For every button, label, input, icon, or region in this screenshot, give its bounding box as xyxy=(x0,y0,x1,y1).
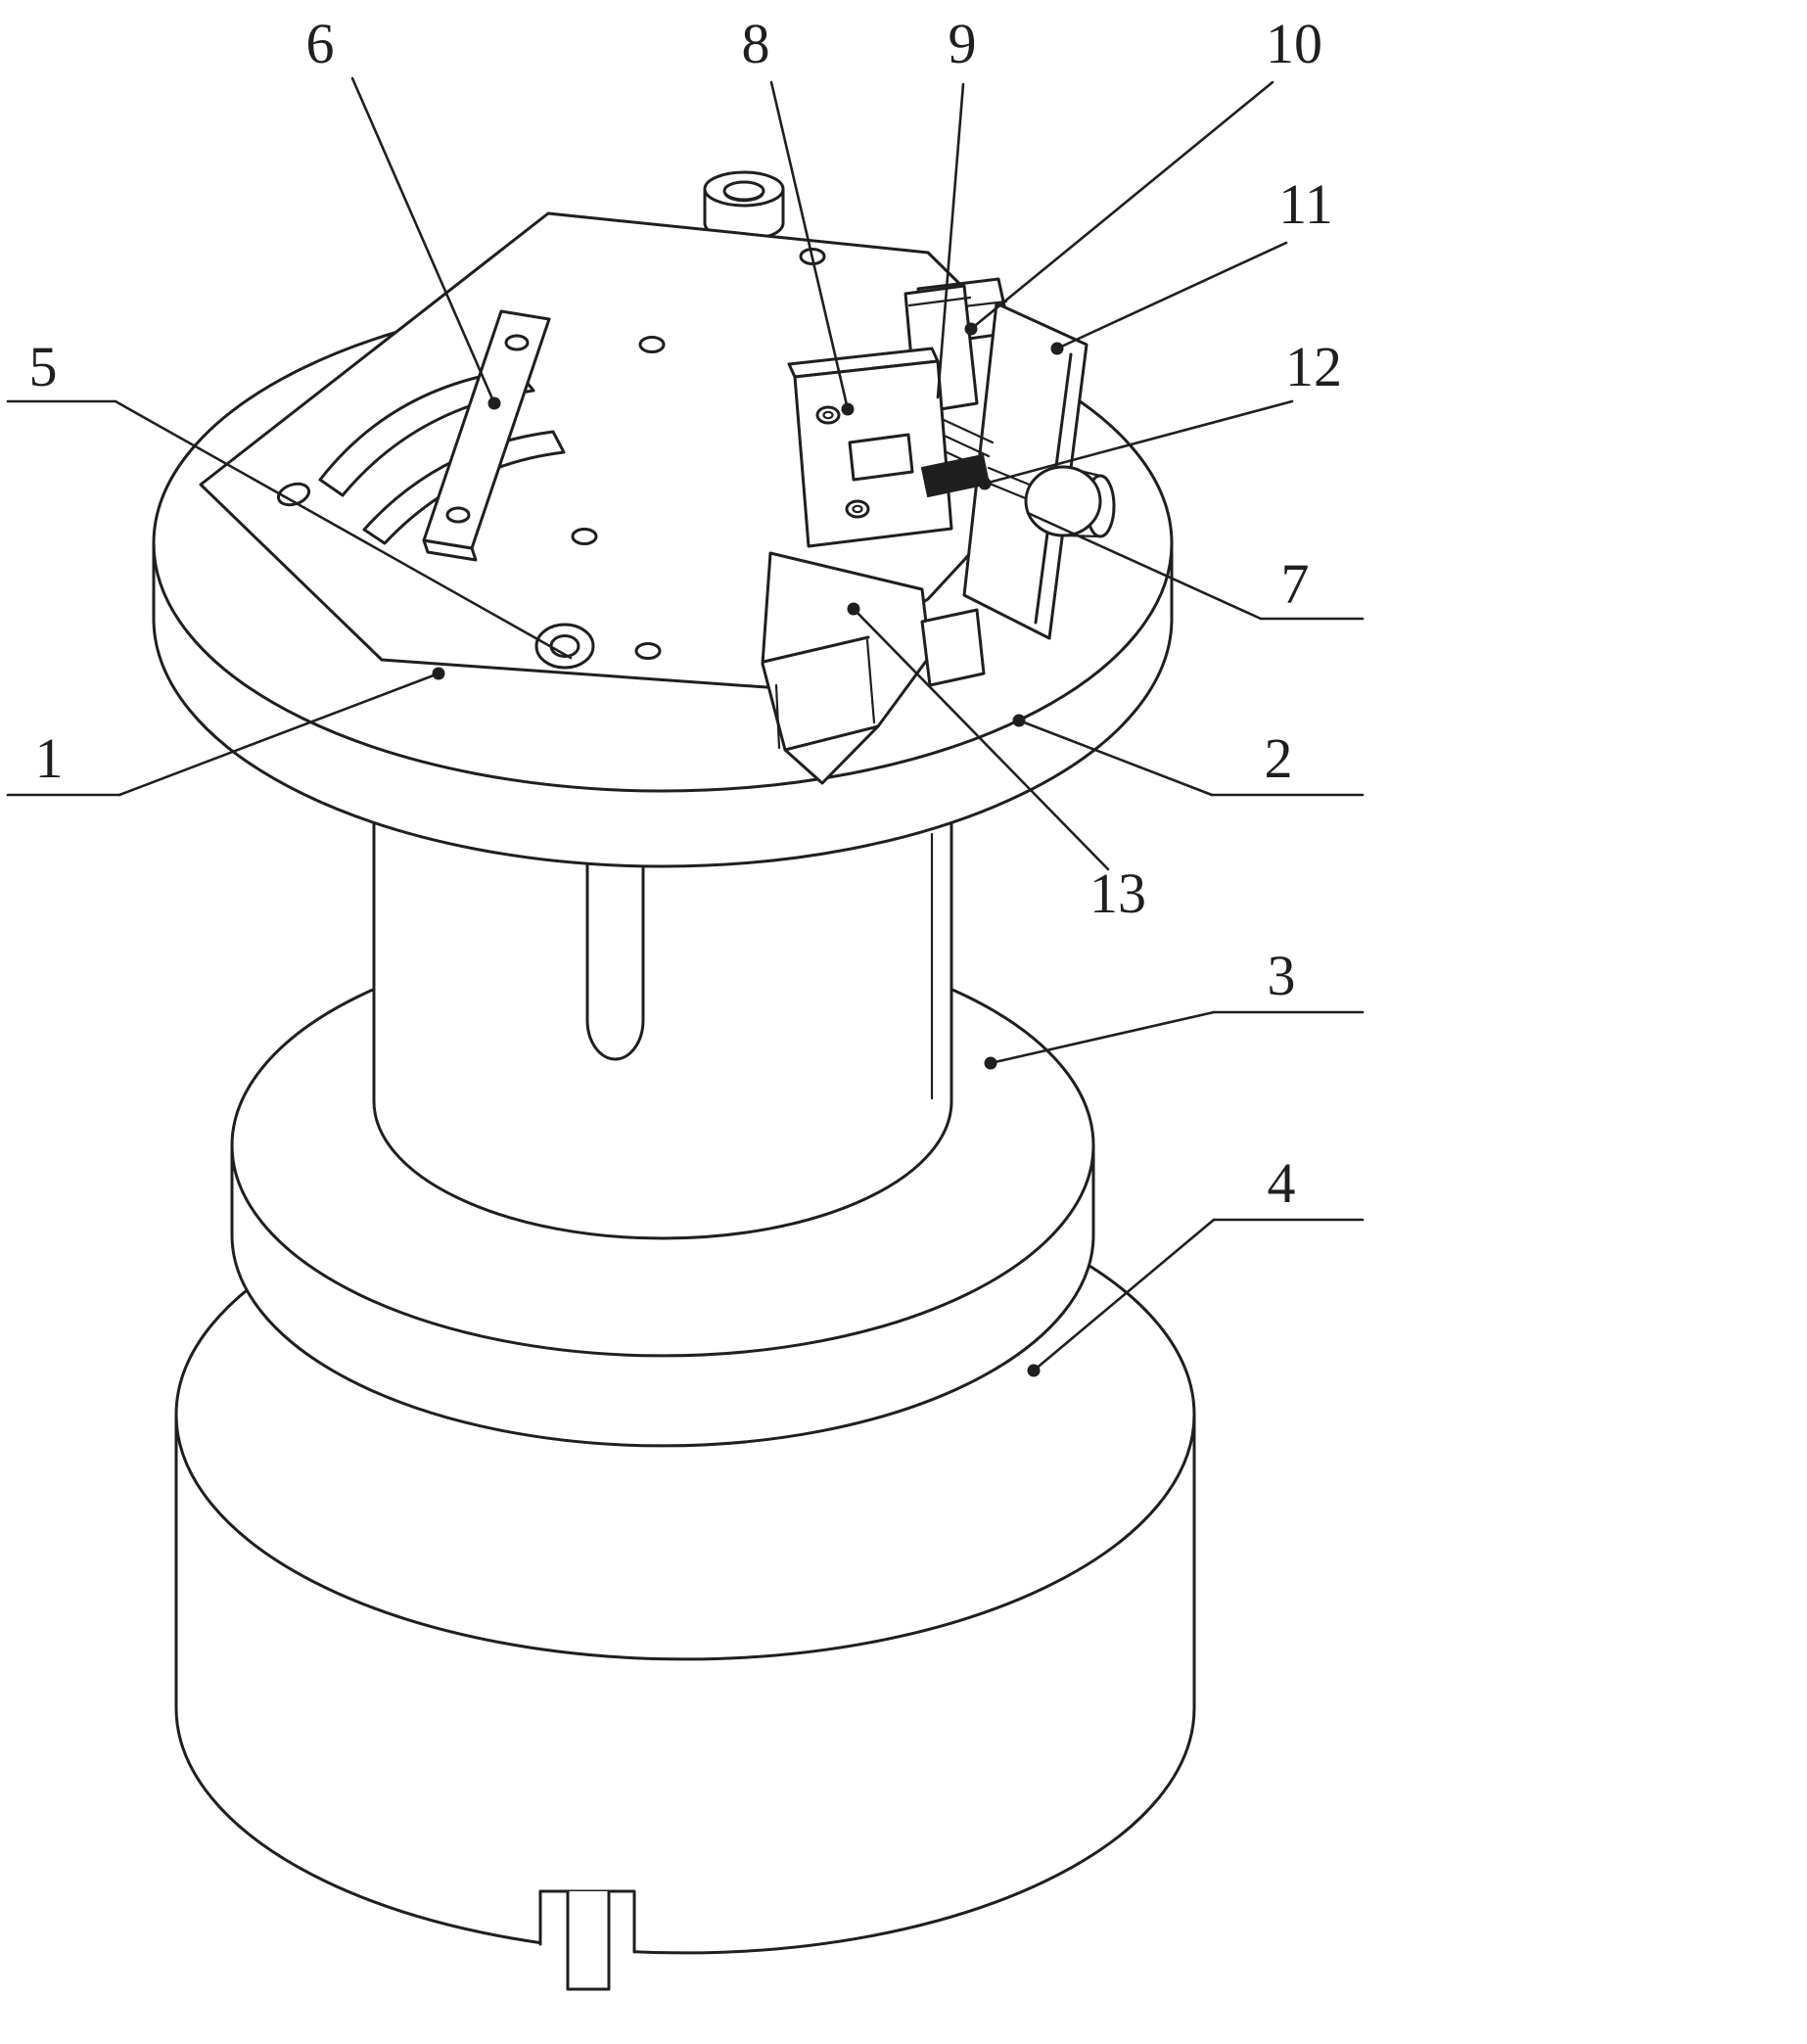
callout-8: 8 xyxy=(742,12,855,416)
callout-4: 4 xyxy=(1027,1151,1365,1377)
guide-rod-2 xyxy=(936,431,991,458)
callout-3-leader xyxy=(989,1010,1216,1065)
callout-9: 9 xyxy=(936,12,977,399)
top-plate-part1 xyxy=(199,211,1071,690)
callout-1-dot xyxy=(432,667,445,680)
callout-11-label: 11 xyxy=(1278,172,1333,236)
clamp-plate-slot xyxy=(848,433,914,482)
arc-slot-inner xyxy=(362,430,566,545)
knob-body xyxy=(1024,465,1102,537)
clamp-plate-hole-top xyxy=(815,405,841,425)
slider-front-top-edge xyxy=(762,635,870,664)
plate-hole-a xyxy=(638,336,666,353)
callout-11-dot xyxy=(1050,342,1064,355)
callout-6: 6 xyxy=(306,12,501,410)
slider-front-edge-left xyxy=(774,683,781,750)
pivot-screw-part5 xyxy=(534,623,595,670)
guide-rail-body xyxy=(962,302,1089,640)
callout-5-label: 5 xyxy=(29,335,58,398)
callout-13-label: 13 xyxy=(1089,861,1146,925)
pivot-boss-top xyxy=(703,170,785,208)
callout-12: 12 xyxy=(978,335,1342,490)
clamp-bar-part6 xyxy=(422,309,551,562)
callout-12-leader xyxy=(983,399,1294,486)
guide-rod-1 xyxy=(940,417,995,444)
callout-11: 11 xyxy=(1050,172,1333,355)
pivot-boss-hole xyxy=(722,180,765,202)
guide-block-edge xyxy=(907,296,972,307)
callout-6-dot xyxy=(487,396,501,410)
slider-block-body xyxy=(761,551,932,785)
slider-block-part13 xyxy=(761,551,986,785)
callout-2-label: 2 xyxy=(1265,726,1293,790)
lead-screw-shaft-bottom xyxy=(983,480,1030,501)
clamp-bar-top-face xyxy=(422,309,551,550)
clamp-plate-part8 xyxy=(787,347,953,548)
spacer-disc-top-rim xyxy=(230,1143,1095,1358)
knob-part7 xyxy=(1024,465,1116,538)
callout-13-leader xyxy=(852,607,1110,871)
callout-13-dot xyxy=(847,602,860,616)
callout-1-leader xyxy=(117,672,440,797)
callout-10-dot xyxy=(964,322,978,336)
base-notch-slot xyxy=(566,1891,611,1991)
pivot-screw-head xyxy=(534,623,595,670)
clamp-bar-screw-hole-bottom xyxy=(445,506,471,524)
callout-10-label: 10 xyxy=(1266,12,1322,75)
callout-7-leader xyxy=(1026,511,1263,621)
callout-4-leader xyxy=(1032,1218,1216,1372)
callout-8-dot xyxy=(841,402,855,416)
slider-front-edge-right xyxy=(865,638,876,724)
base-disc-top-rim xyxy=(174,1413,1196,1661)
slider-side-block xyxy=(920,608,986,687)
callout-3-label: 3 xyxy=(1268,944,1296,1007)
callout-10: 10 xyxy=(964,12,1322,336)
flange-disc-front-rim xyxy=(152,541,1174,793)
clamp-plate-hole-bottom-inner xyxy=(852,504,863,514)
callout-6-label: 6 xyxy=(306,12,335,75)
callout-7: 7 xyxy=(1026,511,1365,621)
callout-6-leader xyxy=(350,76,496,405)
callout-8-label: 8 xyxy=(742,12,770,75)
callout-7-label: 7 xyxy=(1281,552,1310,616)
callout-12-label: 12 xyxy=(1285,335,1342,398)
callout-1-label: 1 xyxy=(35,726,64,790)
callouts: 1 2 3 4 5 6 xyxy=(6,12,1365,1377)
callout-3-dot xyxy=(984,1056,997,1070)
callout-3: 3 xyxy=(984,944,1365,1070)
callout-5-leader xyxy=(114,399,573,660)
plate-hole-c xyxy=(571,528,598,545)
callout-8-leader xyxy=(769,80,850,411)
callout-10-leader xyxy=(969,80,1274,331)
pivot-boss-hole-depth xyxy=(723,193,764,203)
callout-1: 1 xyxy=(6,667,445,797)
callout-13: 13 xyxy=(847,602,1146,925)
clamp-plate-hole-top-inner xyxy=(822,410,834,420)
callout-9-leader xyxy=(936,82,965,399)
callout-5: 5 xyxy=(6,335,573,660)
clamp-plate-hole-bottom xyxy=(845,499,870,519)
callout-12-dot xyxy=(978,477,992,490)
callout-11-leader xyxy=(1055,241,1288,350)
column-keyway-slot xyxy=(585,852,645,1061)
clamp-bar-screw-hole-top xyxy=(504,334,530,351)
plate-hole-d xyxy=(634,642,662,660)
callout-4-dot xyxy=(1027,1364,1041,1377)
callout-9-label: 9 xyxy=(949,12,977,75)
callout-2-dot xyxy=(1012,714,1026,727)
callout-2-leader xyxy=(1017,719,1214,797)
callout-4-label: 4 xyxy=(1268,1151,1296,1215)
clamp-mechanism xyxy=(761,277,1116,785)
slider-bottom-edge xyxy=(783,724,880,752)
callout-2: 2 xyxy=(1012,714,1365,797)
